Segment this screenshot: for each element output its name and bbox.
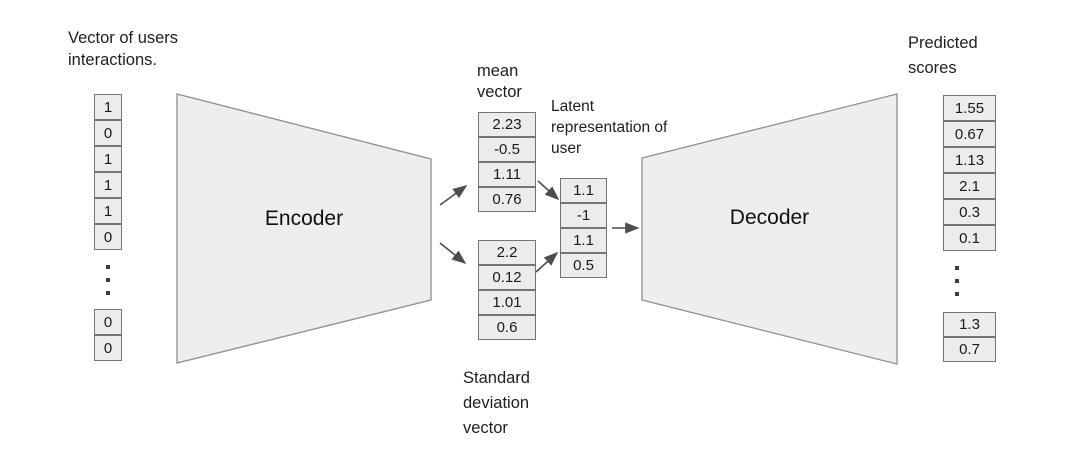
arrow-encoder-to-mean — [439, 185, 468, 206]
input-vector-label: Vector of users interactions. — [68, 29, 179, 69]
vector-cell: 0.6 — [478, 315, 536, 340]
vector-cell: 2.1 — [943, 173, 996, 199]
ellipsis-dot — [106, 291, 110, 295]
std-vector: 2.2 0.12 1.01 0.6 — [478, 240, 536, 340]
input-vector-bottom: 0 0 — [94, 309, 122, 361]
mean-vector-label: mean vector — [477, 62, 522, 101]
vector-cell: 1.1 — [560, 228, 607, 253]
vector-cell: 1.55 — [943, 95, 996, 121]
vector-cell: 0 — [94, 335, 122, 361]
vector-cell: 0.3 — [943, 199, 996, 225]
vector-cell: 0.76 — [478, 187, 536, 212]
vector-cell: 1.1 — [560, 178, 607, 203]
encoder-trapezoid — [176, 93, 432, 364]
arrow-encoder-to-std — [439, 242, 467, 264]
latent-representation-label: Latent representation of user — [551, 98, 668, 157]
arrow-mean-to-latent — [537, 180, 560, 201]
vector-cell: 1.11 — [478, 162, 536, 187]
ellipsis-dot — [955, 279, 959, 283]
vector-cell: 0.5 — [560, 253, 607, 278]
decoder-label: Decoder — [729, 206, 810, 229]
mean-vector: 2.23 -0.5 1.11 0.76 — [478, 112, 536, 212]
vector-cell: 1.3 — [943, 312, 996, 337]
vector-cell: 0.12 — [478, 265, 536, 290]
vector-cell: 2.2 — [478, 240, 536, 265]
vector-cell: -1 — [560, 203, 607, 228]
std-vector-label: Standard deviation vector — [463, 369, 530, 437]
vector-cell: 1 — [94, 198, 122, 224]
vector-cell: 0.7 — [943, 337, 996, 362]
vector-cell: 1 — [94, 172, 122, 198]
vector-cell: 0 — [94, 309, 122, 335]
predicted-scores-label: Predicted scores — [908, 34, 978, 77]
vector-cell: 1 — [94, 94, 122, 120]
ellipsis-dot — [106, 265, 110, 269]
vector-cell: 0.67 — [943, 121, 996, 147]
predicted-vector-ellipsis — [943, 266, 971, 296]
vector-cell: 1.01 — [478, 290, 536, 315]
ellipsis-dot — [106, 278, 110, 282]
vector-cell: 0.1 — [943, 225, 996, 251]
predicted-vector-bottom: 1.3 0.7 — [943, 312, 996, 362]
decoder-trapezoid — [641, 93, 898, 365]
vector-cell: 0 — [94, 120, 122, 146]
encoder-label: Encoder — [264, 207, 344, 230]
vector-cell: 1 — [94, 146, 122, 172]
predicted-vector-top: 1.55 0.67 1.13 2.1 0.3 0.1 — [943, 95, 996, 251]
vector-cell: 2.23 — [478, 112, 536, 137]
latent-vector: 1.1 -1 1.1 0.5 — [560, 178, 607, 278]
input-vector-top: 1 0 1 1 1 0 — [94, 94, 122, 250]
arrow-std-to-latent — [535, 251, 559, 273]
ellipsis-dot — [955, 292, 959, 296]
vector-cell: 0 — [94, 224, 122, 250]
input-vector-ellipsis — [94, 265, 122, 295]
vector-cell: -0.5 — [478, 137, 536, 162]
ellipsis-dot — [955, 266, 959, 270]
vector-cell: 1.13 — [943, 147, 996, 173]
